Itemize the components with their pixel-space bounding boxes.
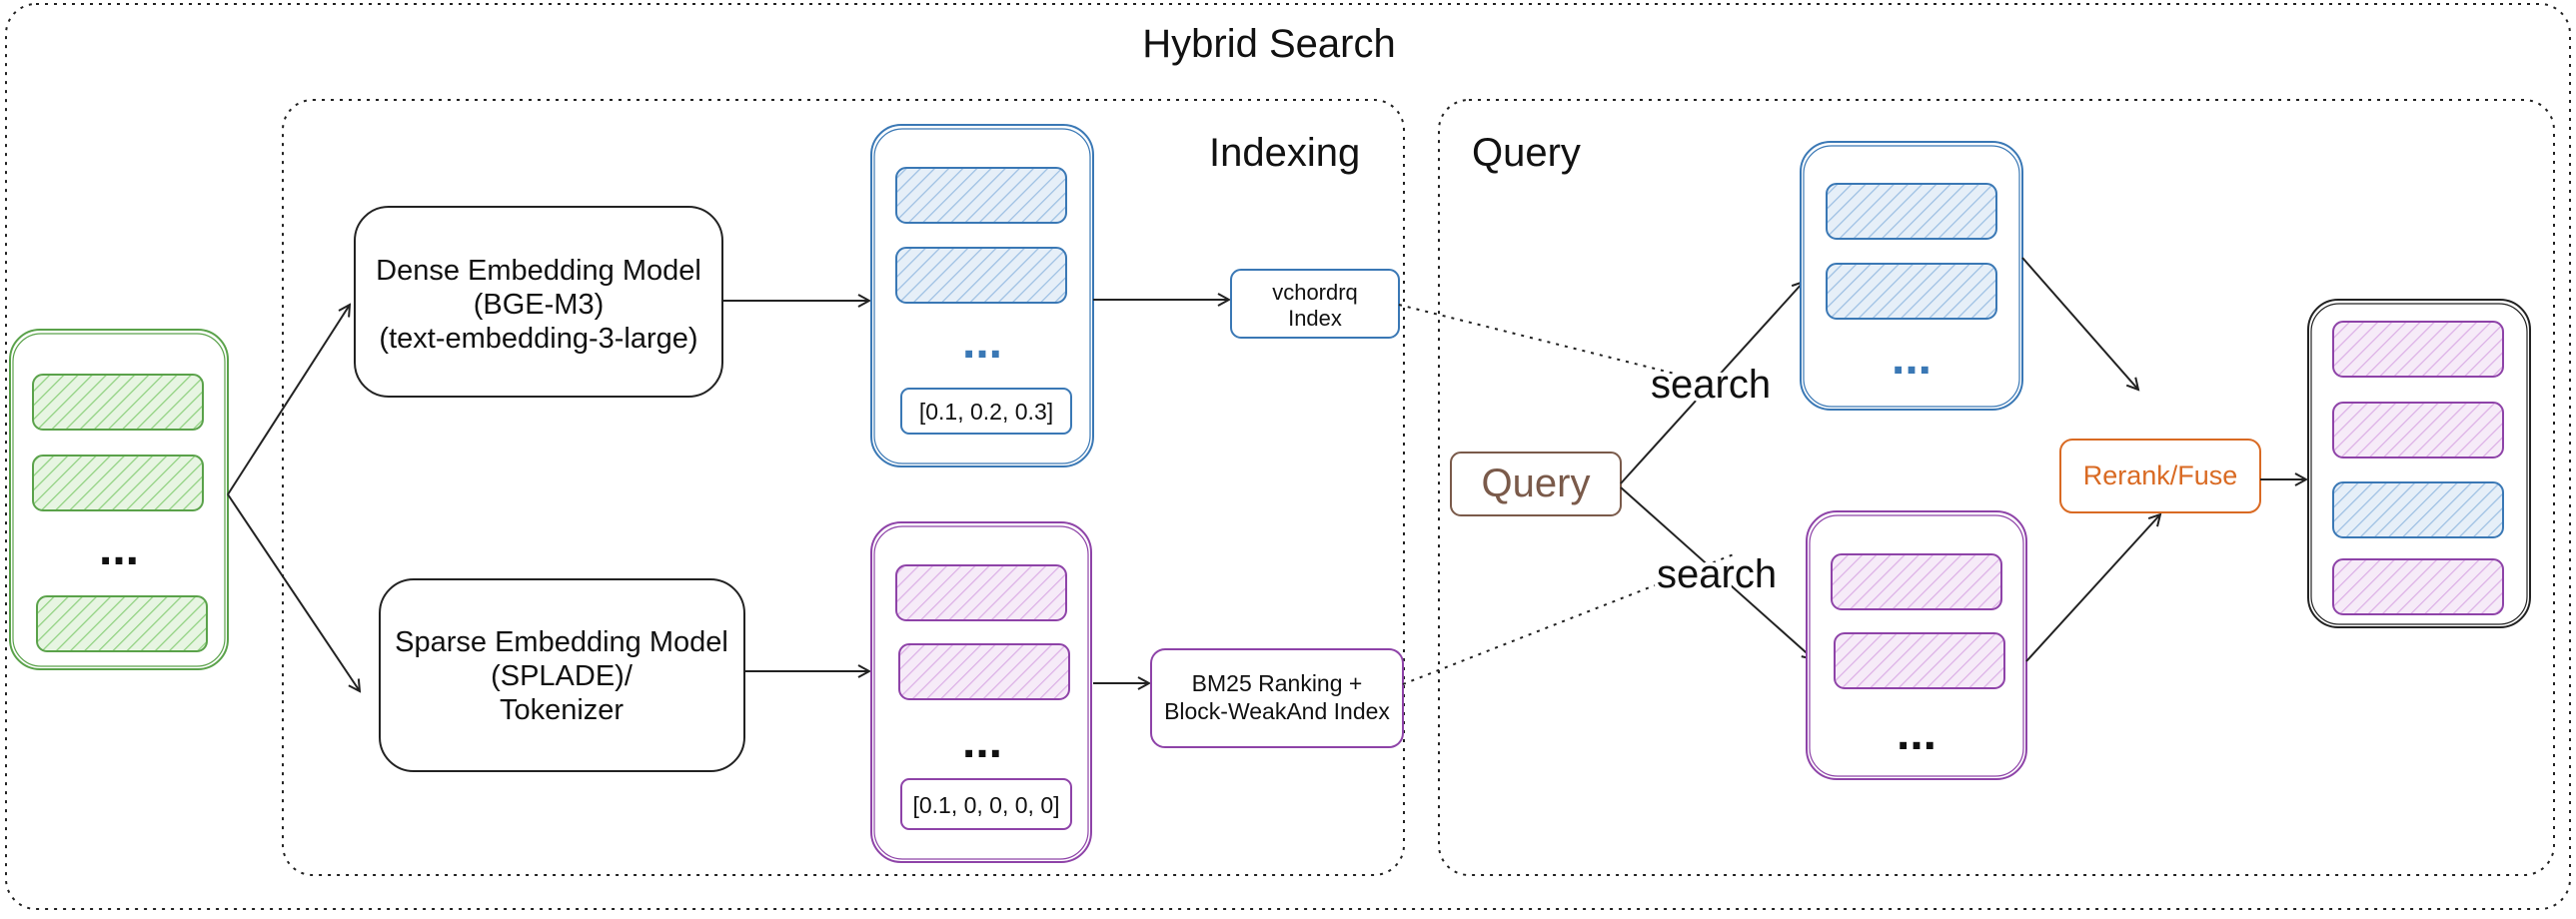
dense-vector-stack: ... [0.1, 0.2, 0.3] xyxy=(870,124,1094,467)
indexing-frame xyxy=(282,99,1405,876)
query-title: Query xyxy=(1472,131,1581,175)
dense-index-line-1: vchordrq xyxy=(1272,280,1358,305)
final-result xyxy=(2332,402,2504,459)
sparse-embedding-model: Sparse Embedding Model (SPLADE)/ Tokeniz… xyxy=(379,578,745,772)
diagram-title: Hybrid Search xyxy=(1142,22,1395,66)
dense-vector xyxy=(895,247,1067,304)
sparse-index-line-2: Block-WeakAnd Index xyxy=(1164,698,1390,724)
arrow-docs-to-dense xyxy=(227,305,350,495)
dense-results-ellipsis: ... xyxy=(1892,332,1932,385)
dense-embedding-model: Dense Embedding Model (BGE-M3) (text-emb… xyxy=(354,206,723,398)
arrow-dense-results-to-rerank xyxy=(2021,257,2138,390)
arrow-docs-to-sparse xyxy=(227,493,360,691)
dense-model-line-2: (BGE-M3) xyxy=(474,289,605,321)
sparse-results-ellipsis: ... xyxy=(1897,707,1936,760)
document-ellipsis: ... xyxy=(99,522,139,575)
final-result xyxy=(2332,321,2504,378)
sparse-result xyxy=(1831,553,2002,610)
dense-model-line-3: (text-embedding-3-large) xyxy=(379,323,697,355)
sparse-index-line-1: BM25 Ranking + xyxy=(1192,670,1363,696)
document-stack: ... xyxy=(9,329,229,670)
sparse-vector-sample: [0.1, 0, 0, 0, 0] xyxy=(912,792,1059,818)
dense-result xyxy=(1826,183,1997,240)
dotted-link-dense-index xyxy=(1398,304,1700,381)
final-results-stack xyxy=(2307,299,2531,628)
indexing-title: Indexing xyxy=(1209,131,1360,175)
arrow-sparse-results-to-rerank xyxy=(2025,514,2160,662)
rerank-fuse-box: Rerank/Fuse xyxy=(2059,439,2261,513)
dense-vector xyxy=(895,167,1067,224)
document-chunk xyxy=(36,595,208,652)
document-chunk xyxy=(32,374,204,431)
dense-index: vchordrq Index xyxy=(1230,269,1400,339)
dense-vector-sample: [0.1, 0.2, 0.3] xyxy=(919,399,1053,425)
sparse-vector xyxy=(898,643,1070,700)
query-box-label: Query xyxy=(1482,461,1591,505)
rerank-fuse-label: Rerank/Fuse xyxy=(2083,460,2238,490)
hybrid-search-frame xyxy=(5,3,2571,910)
sparse-model-line-3: Tokenizer xyxy=(500,694,624,726)
search-label-top: search xyxy=(1651,363,1771,407)
sparse-index: BM25 Ranking + Block-WeakAnd Index xyxy=(1150,648,1404,748)
final-result xyxy=(2332,481,2504,538)
sparse-result xyxy=(1834,632,2005,689)
dense-index-line-2: Index xyxy=(1288,306,1342,331)
dense-result xyxy=(1826,263,1997,320)
dense-model-line-1: Dense Embedding Model xyxy=(376,255,701,287)
sparse-vector xyxy=(895,564,1067,621)
document-chunk xyxy=(32,455,204,511)
search-label-bottom: search xyxy=(1657,552,1777,596)
final-result xyxy=(2332,558,2504,615)
dense-results-stack: ... xyxy=(1800,141,2023,411)
arrow-query-to-dense-results xyxy=(1620,282,1804,484)
sparse-model-line-2: (SPLADE)/ xyxy=(491,660,634,692)
query-input-box: Query xyxy=(1450,452,1622,516)
query-frame xyxy=(1438,99,2555,876)
dense-vector-ellipsis: ... xyxy=(962,316,1002,369)
arrow-query-to-sparse-results xyxy=(1620,486,1814,659)
sparse-vector-ellipsis: ... xyxy=(962,715,1002,768)
sparse-vector-stack: ... [0.1, 0, 0, 0, 0] xyxy=(870,521,1092,863)
sparse-model-line-1: Sparse Embedding Model xyxy=(395,626,728,658)
sparse-results-stack: ... xyxy=(1806,510,2027,780)
